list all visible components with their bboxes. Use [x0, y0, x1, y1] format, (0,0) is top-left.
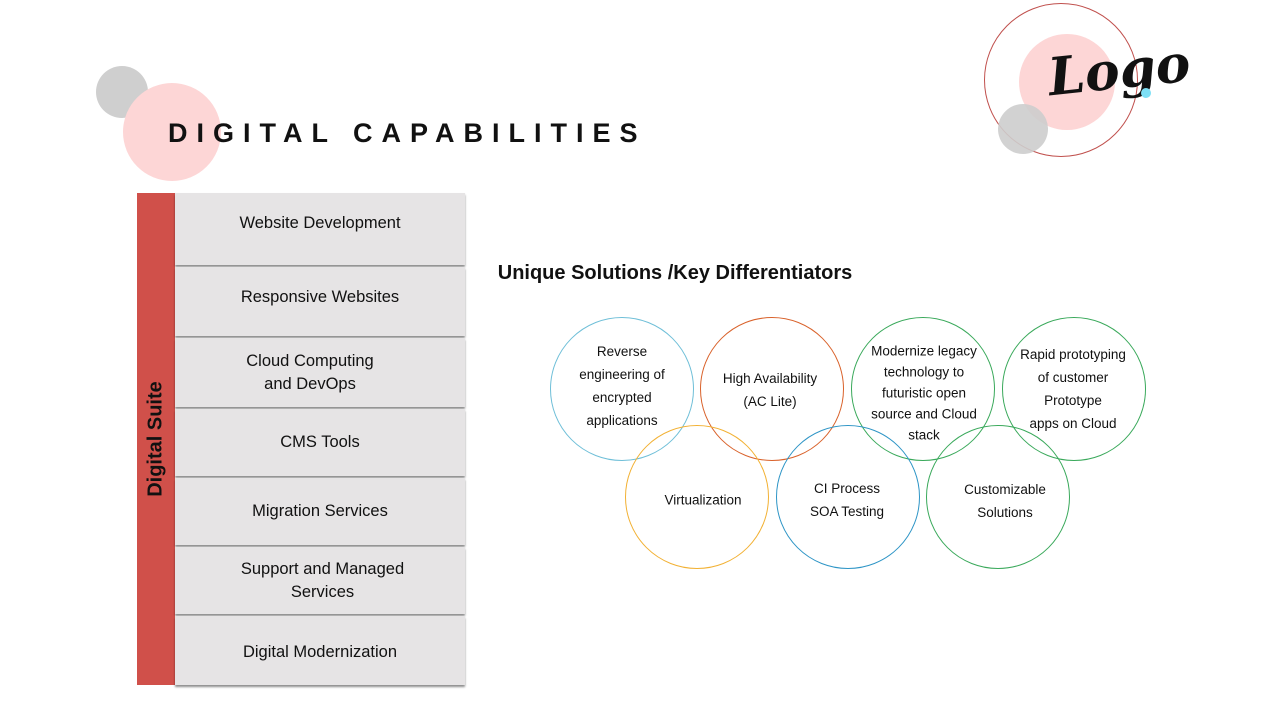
differentiator-circle: [1002, 317, 1146, 461]
digital-suite-label: Digital Suite: [144, 381, 167, 497]
differentiator-label-line: Customizable: [964, 482, 1046, 497]
differentiator-label-line: engineering of: [579, 367, 665, 382]
differentiator-circle: [700, 317, 844, 461]
suite-item-label: Services: [290, 582, 355, 601]
differentiator-label-line: Reverse: [596, 344, 648, 359]
suite-item-label: Support and Managed: [240, 559, 405, 578]
differentiator-label-line: CI Process: [813, 481, 881, 496]
differentiator-label: High Availability (AC Lite): [700, 367, 840, 413]
suite-item-label: Cloud Computing: [246, 351, 374, 370]
suite-item: Cloud Computing and DevOps: [175, 338, 465, 407]
suite-item-label: Website Development: [239, 214, 401, 232]
differentiator-circle: [550, 317, 694, 461]
suite-item: Website Development: [175, 193, 465, 265]
differentiator-label-line: technology to: [883, 364, 965, 380]
suite-item-label: CMS Tools: [280, 433, 360, 451]
decor-pink-circle: [123, 83, 221, 181]
differentiator-label-line: Rapid prototyping: [1020, 347, 1126, 362]
differentiator-label-line: Solutions: [977, 505, 1033, 520]
differentiator-label: Modernize legacy technology to futuristic …: [854, 341, 994, 446]
differentiator-label-line: applications: [586, 413, 658, 428]
differentiator-label: Virtualization: [633, 489, 773, 512]
differentiator-label-line: futuristic open: [881, 385, 967, 401]
differentiator-label-line: Prototype: [1044, 393, 1102, 408]
suite-item-label: Responsive Websites: [240, 288, 400, 306]
differentiator-circle: [625, 425, 769, 569]
differentiator-label-line: of customer: [1037, 370, 1109, 385]
differentiator-label: Reverse engineering of encrypted applicatio…: [552, 340, 692, 432]
differentiator-label-line: High Availability: [722, 371, 818, 386]
suite-item-label: Digital Modernization: [242, 642, 398, 661]
suite-item: Migration Services: [175, 478, 465, 545]
differentiator-label-line: stack: [908, 427, 940, 443]
differentiators-heading: Unique Solutions /Key Differentiators: [497, 262, 853, 284]
differentiator-label-line: Modernize legacy: [871, 343, 977, 359]
logo-outline-circle: [984, 3, 1138, 157]
suite-item: Responsive Websites: [175, 267, 465, 336]
differentiator-label-line: (AC Lite): [743, 394, 797, 409]
differentiator-circle: [851, 317, 995, 461]
suite-item: CMS Tools: [175, 409, 465, 476]
differentiator-label-line: SOA Testing: [809, 504, 885, 519]
suite-item-label: and DevOps: [264, 374, 356, 393]
digital-suite-bar: Digital Suite: [137, 193, 175, 685]
logo-gray-circle: [998, 104, 1048, 154]
page-title: DIGITAL CAPABILITIES: [168, 118, 647, 148]
differentiator-label-line: Virtualization: [664, 492, 742, 508]
differentiator-circle: [926, 425, 1070, 569]
suite-item: Digital Modernization: [175, 616, 465, 685]
suite-item-label: Migration Services: [252, 502, 388, 520]
logo-cyan-dot: [1141, 88, 1151, 98]
differentiator-circle: [776, 425, 920, 569]
differentiator-label-line: encrypted: [592, 390, 652, 405]
differentiator-label-line: source and Cloud: [871, 406, 977, 422]
differentiator-label-line: apps on Cloud: [1029, 416, 1117, 431]
